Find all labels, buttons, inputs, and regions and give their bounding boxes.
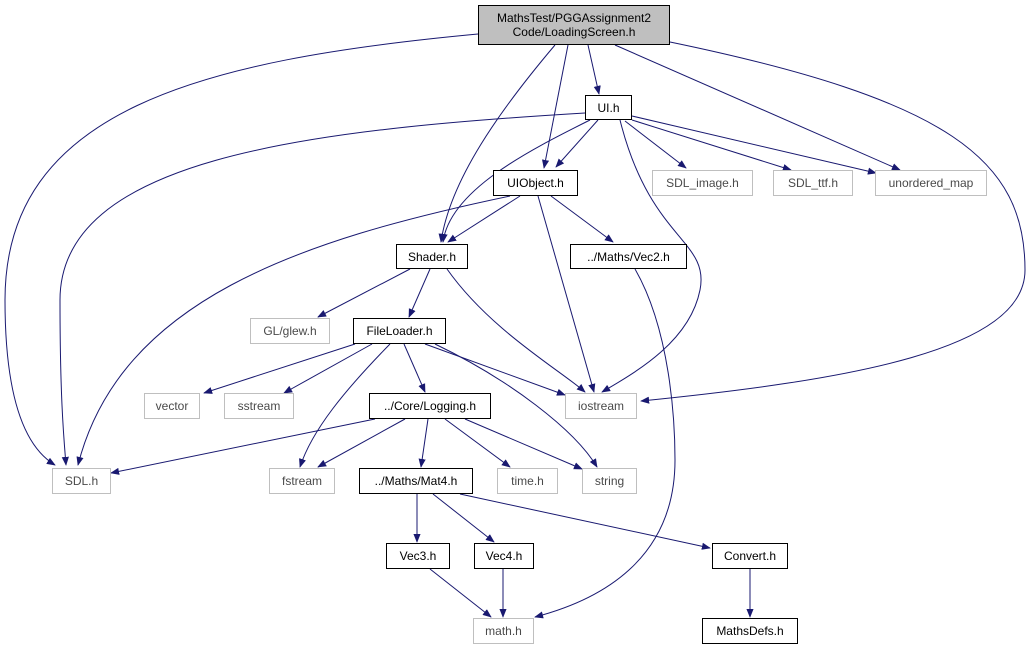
edge-shader-iostream [446, 268, 586, 393]
edge-fileloader-fstream [299, 343, 391, 468]
edge-uiobject-iostream [537, 195, 596, 393]
node-glew-h: GL/glew.h [250, 318, 330, 344]
edge-vec2-math [534, 268, 676, 619]
node-iostream: iostream [565, 393, 637, 419]
node-logging-h[interactable]: ../Core/Logging.h [369, 393, 491, 419]
edge-ui-unordered-map [631, 115, 877, 175]
edge-fileloader-string [434, 343, 598, 468]
edge-logging-time [444, 418, 511, 468]
edge-mat4-convert [459, 493, 711, 550]
node-string: string [582, 468, 637, 494]
edge-root-shader [438, 44, 556, 243]
node-sstream: sstream [224, 393, 294, 419]
edge-fileloader-vector [203, 343, 356, 394]
edge-ui-sdl-image [624, 120, 687, 169]
node-loadingscreen-h: MathsTest/PGGAssignment2 Code/LoadingScr… [478, 5, 670, 45]
edge-root-iostream [640, 41, 1026, 404]
edge-shader-glew [317, 268, 411, 318]
node-mathsdefs-h[interactable]: MathsDefs.h [702, 618, 798, 644]
edge-fileloader-logging [403, 343, 426, 393]
node-math-h: math.h [473, 618, 534, 644]
edge-ui-iostream [601, 119, 702, 393]
node-vec4-h[interactable]: Vec4.h [474, 543, 534, 569]
node-fileloader-h[interactable]: FileLoader.h [353, 318, 446, 344]
edge-root-uiobject [542, 44, 569, 169]
edge-uiobject-sdl [76, 195, 511, 466]
node-sdl-image-h: SDL_image.h [652, 170, 753, 196]
edge-mat4-vec4 [432, 493, 495, 543]
edge-shader-fileloader [408, 268, 431, 318]
edge-logging-fstream [317, 418, 406, 468]
edge-ui-uiobject [555, 119, 599, 168]
edge-ui-sdl [59, 112, 586, 466]
node-unordered-map: unordered_map [875, 170, 987, 196]
node-uiobject-h[interactable]: UIObject.h [493, 170, 578, 196]
node-time-h: time.h [497, 468, 558, 494]
node-vec2-h[interactable]: ../Maths/Vec2.h [570, 244, 687, 269]
node-mat4-h[interactable]: ../Maths/Mat4.h [359, 468, 473, 494]
edge-root-unordered-map [614, 44, 901, 171]
edge-fileloader-sstream [283, 343, 373, 394]
node-vector: vector [144, 393, 200, 419]
node-vec3-h[interactable]: Vec3.h [386, 543, 450, 569]
edge-uiobject-shader [447, 195, 521, 243]
edge-logging-mat4 [418, 418, 429, 468]
edge-ui-sdl-ttf [631, 119, 792, 172]
edge-fileloader-iostream [424, 343, 566, 396]
edges [4, 33, 1026, 619]
node-shader-h[interactable]: Shader.h [396, 244, 468, 269]
node-convert-h[interactable]: Convert.h [712, 543, 788, 569]
edge-logging-string [464, 418, 583, 470]
node-fstream: fstream [269, 468, 335, 494]
node-sdl-h: SDL.h [52, 468, 111, 494]
edge-root-sdl [4, 33, 479, 466]
edge-uiobject-vec2 [550, 195, 614, 243]
node-ui-h[interactable]: UI.h [585, 95, 632, 120]
edge-logging-sdl [110, 418, 376, 475]
edge-vec3-math [429, 568, 492, 618]
edge-root-ui [587, 44, 601, 95]
node-sdl-ttf-h: SDL_ttf.h [773, 170, 853, 196]
